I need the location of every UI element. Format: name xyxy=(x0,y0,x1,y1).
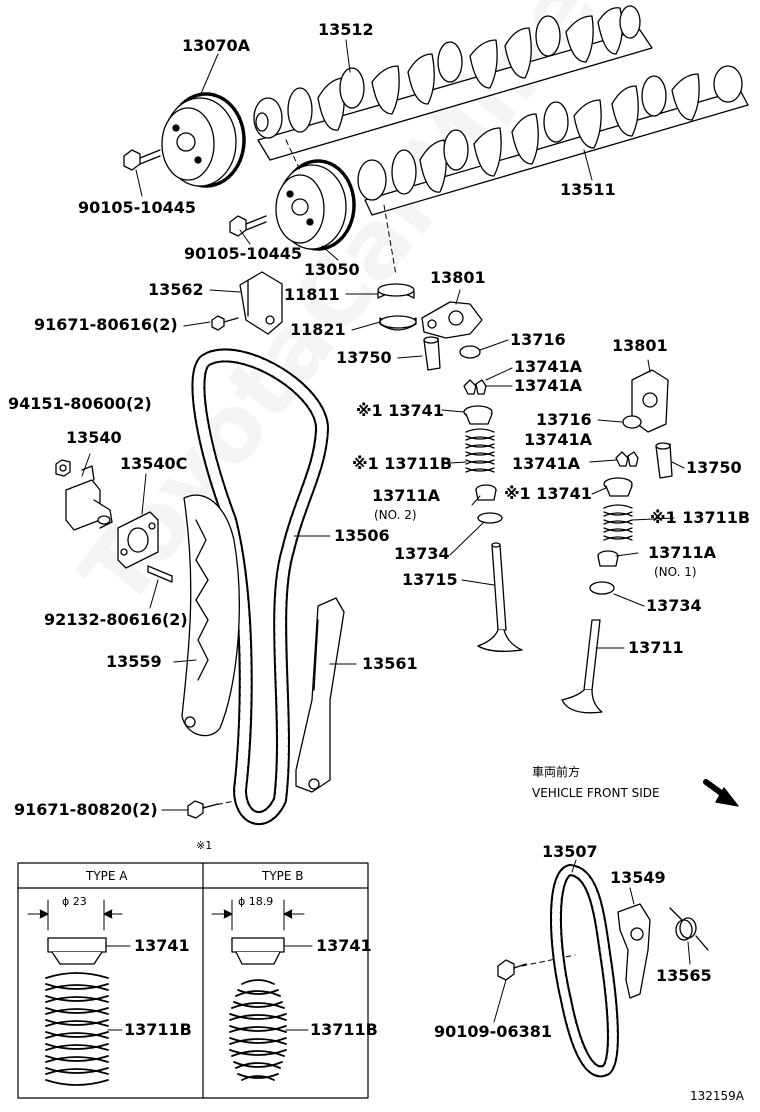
lash-adjuster-13750-left[interactable] xyxy=(423,336,441,371)
chain-guide-13559[interactable] xyxy=(181,494,240,737)
part-13716-left[interactable] xyxy=(459,345,481,359)
label-13561[interactable]: 13561 xyxy=(362,654,418,673)
label-13741-left[interactable]: ※1 13741 xyxy=(356,401,444,420)
label-13711A-no1-sub: (NO. 1) xyxy=(654,565,697,579)
part-13716-right[interactable] xyxy=(622,415,642,429)
lash-adjuster-13750-right[interactable] xyxy=(655,442,673,479)
chain-tensioner-13540[interactable] xyxy=(65,465,113,531)
front-side-en: VEHICLE FRONT SIDE xyxy=(532,786,660,800)
front-side-jp: 車両前方 xyxy=(532,765,581,779)
seat-13711A-right[interactable] xyxy=(597,550,619,567)
label-13716-right[interactable]: 13716 xyxy=(536,410,592,429)
bolt-90105-10445-upper[interactable] xyxy=(123,149,161,171)
label-13715[interactable]: 13715 xyxy=(402,570,458,589)
label-13711A-no2[interactable]: 13711A xyxy=(372,486,441,505)
label-13716-left[interactable]: 13716 xyxy=(510,330,566,349)
label-91671-80616[interactable]: 91671-80616(2) xyxy=(34,315,178,334)
label-13741A-3[interactable]: 13741A xyxy=(524,430,593,449)
valve-keepers-13741A-left[interactable] xyxy=(463,379,487,395)
seal-13734-right[interactable] xyxy=(589,581,615,595)
rocker-arm-13801-right[interactable] xyxy=(631,369,669,433)
label-90105-10445-upper[interactable]: 90105-10445 xyxy=(78,198,196,217)
label-13750-right[interactable]: 13750 xyxy=(686,458,742,477)
nut-94151-80600[interactable] xyxy=(55,459,71,477)
label-13711A-no1[interactable]: 13711A xyxy=(648,543,717,562)
bearing-11821[interactable] xyxy=(379,315,417,331)
label-13565[interactable]: 13565 xyxy=(656,966,712,985)
label-13711A-no2-sub: (NO. 2) xyxy=(374,508,417,522)
camshaft-13512[interactable] xyxy=(253,5,653,161)
bolt-91671-80616[interactable] xyxy=(211,315,239,331)
label-13559[interactable]: 13559 xyxy=(106,652,162,671)
label-11811[interactable]: 11811 xyxy=(284,285,340,304)
valve-13711[interactable] xyxy=(561,619,603,714)
label-92132-80616[interactable]: 92132-80616(2) xyxy=(44,610,188,629)
label-13711B-left[interactable]: ※1 13711B xyxy=(352,454,453,473)
label-13506[interactable]: 13506 xyxy=(334,526,390,545)
diagram-ref-code: 132159A xyxy=(690,1089,745,1103)
label-13741-right[interactable]: ※1 13741 xyxy=(504,484,592,503)
spring-13565[interactable] xyxy=(669,907,709,951)
type-a-dim: ϕ 23 xyxy=(62,895,87,908)
part-13562[interactable] xyxy=(239,271,283,335)
bolt-90105-10445-lower[interactable] xyxy=(229,215,267,237)
camshaft-13511[interactable] xyxy=(357,65,749,216)
type-b-spring-label[interactable]: 13711B xyxy=(310,1020,378,1039)
label-13512[interactable]: 13512 xyxy=(318,20,374,39)
stud-92132-80616[interactable] xyxy=(147,565,173,583)
label-13050[interactable]: 13050 xyxy=(304,260,360,279)
label-13801-right[interactable]: 13801 xyxy=(612,336,668,355)
footnote-mark: ※1 xyxy=(196,839,213,852)
retainer-13741-left[interactable] xyxy=(463,405,493,425)
valve-keepers-13741A-right[interactable] xyxy=(615,451,639,467)
bearing-11811[interactable] xyxy=(377,283,415,299)
retainer-13741-right[interactable] xyxy=(603,477,633,497)
type-a-title: TYPE A xyxy=(86,869,128,883)
cam-timing-gear-13050[interactable] xyxy=(275,159,356,251)
type-comparison-box xyxy=(17,862,369,1099)
label-13734-right[interactable]: 13734 xyxy=(646,596,702,615)
type-b-retainer-label[interactable]: 13741 xyxy=(316,936,372,955)
label-13711B-right[interactable]: ※1 13711B xyxy=(650,508,751,527)
rocker-arm-13801-left[interactable] xyxy=(421,301,483,339)
front-direction-arrow-icon xyxy=(703,779,739,807)
label-13741A-1[interactable]: 13741A xyxy=(514,357,583,376)
cam-timing-gear-13070A[interactable] xyxy=(161,92,246,188)
spring-13711B-right[interactable] xyxy=(603,504,633,541)
type-b-dim: ϕ 18.9 xyxy=(238,895,274,908)
label-90109-06381[interactable]: 90109-06381 xyxy=(434,1022,552,1041)
label-13070A[interactable]: 13070A xyxy=(182,36,251,55)
label-90105-10445-lower[interactable]: 90105-10445 xyxy=(184,244,302,263)
label-91671-80820[interactable]: 91671-80820(2) xyxy=(14,800,158,819)
label-11821[interactable]: 11821 xyxy=(290,320,346,339)
label-13741A-4[interactable]: 13741A xyxy=(512,454,581,473)
label-13549[interactable]: 13549 xyxy=(610,868,666,887)
label-13562[interactable]: 13562 xyxy=(148,280,204,299)
label-13741A-2[interactable]: 13741A xyxy=(514,376,583,395)
label-13540[interactable]: 13540 xyxy=(66,428,122,447)
label-13801-left[interactable]: 13801 xyxy=(430,268,486,287)
seal-13734-left[interactable] xyxy=(477,512,503,524)
label-13511[interactable]: 13511 xyxy=(560,180,616,199)
type-a-retainer-label[interactable]: 13741 xyxy=(134,936,190,955)
bolt-90109-06381[interactable] xyxy=(497,959,527,981)
type-a-spring-label[interactable]: 13711B xyxy=(124,1020,192,1039)
spring-13711B-left[interactable] xyxy=(465,428,495,473)
label-13750-left[interactable]: 13750 xyxy=(336,348,392,367)
valve-13715[interactable] xyxy=(477,542,523,652)
label-94151-80600[interactable]: 94151-80600(2) xyxy=(8,394,152,413)
seat-13711A-left[interactable] xyxy=(475,484,497,501)
label-13507[interactable]: 13507 xyxy=(542,842,598,861)
label-13734-left[interactable]: 13734 xyxy=(394,544,450,563)
chain-guide-13561[interactable] xyxy=(295,597,345,793)
label-13711[interactable]: 13711 xyxy=(628,638,684,657)
type-b-title: TYPE B xyxy=(262,869,304,883)
arm-13549[interactable] xyxy=(617,903,651,999)
bolt-91671-80820[interactable] xyxy=(187,800,219,819)
gasket-13540C[interactable] xyxy=(117,511,159,569)
label-13540C[interactable]: 13540C xyxy=(120,454,188,473)
